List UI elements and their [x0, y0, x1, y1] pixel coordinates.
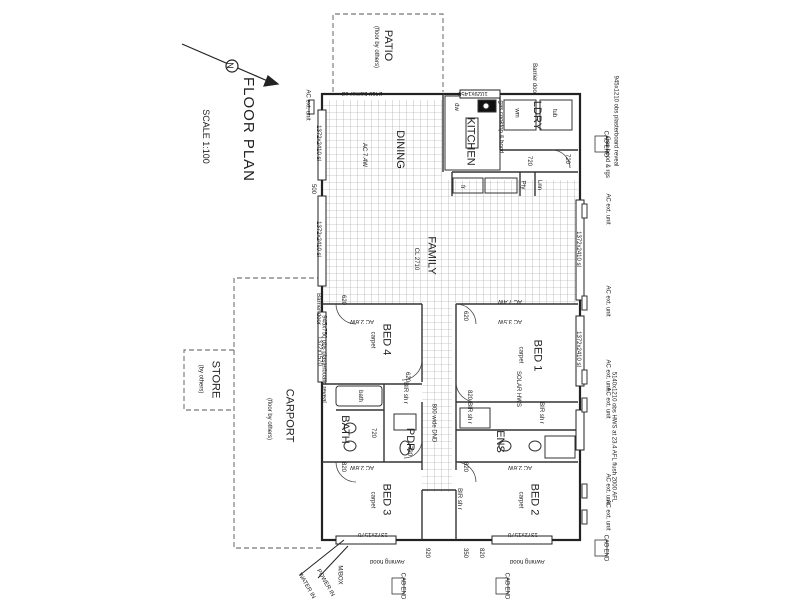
ac-bed4: AC 2.6W — [350, 318, 375, 324]
plan-title: FLOOR PLAN — [240, 76, 258, 183]
robe-4: BIR sh r — [455, 488, 462, 510]
ac-units — [308, 99, 588, 525]
solar-hws: SOLAR HWS — [515, 370, 522, 408]
tub-tag: tub — [551, 108, 558, 118]
window-family-left: 1372x2410 sl — [314, 221, 321, 257]
family-note: CL 2710 — [413, 247, 420, 271]
barrier-top: 2410 barrier sd — [342, 90, 383, 96]
dimension-500: 500 — [310, 183, 317, 195]
room-bed1: BED 1 — [531, 339, 544, 372]
room-carport: CARPORT — [283, 388, 296, 443]
window-dining-left: 1372x2410 sl — [314, 125, 321, 161]
barrier-door-top: Barrier door — [530, 63, 537, 95]
room-dining: DINING — [393, 130, 406, 169]
ac-family: AC 7.4W — [498, 298, 523, 304]
internal-walls — [322, 94, 578, 540]
room-bed4: BED 4 — [380, 323, 393, 356]
cab-end-3: CAB END — [602, 130, 609, 158]
ac-bed2: AC 2.6W — [508, 464, 533, 470]
cab-end-boxes — [391, 135, 608, 595]
room-store: STORE — [209, 360, 222, 399]
window-bed2: 1372x1570 — [508, 531, 538, 537]
awning-hood-1: Awning hood — [370, 558, 405, 564]
windows — [317, 89, 585, 545]
barrier-top-size: 1029x1450 — [458, 90, 488, 96]
door-720-d: 720 — [406, 445, 413, 457]
room-patio: PATIO — [382, 29, 395, 62]
cooktop-tag: gas cooktop & hood — [497, 100, 504, 154]
door-820-b: 820 — [462, 461, 469, 473]
robe-3: BIR sh r — [537, 402, 544, 424]
cab-end-4: CAB END — [602, 534, 609, 562]
room-kitchen: KITCHEN — [464, 117, 477, 166]
meter-box: M/BOX — [336, 565, 343, 585]
tiled-floor — [322, 100, 578, 492]
window-bed1-right: 1372x2410 sl — [574, 331, 581, 367]
room-bath: BATH — [338, 415, 351, 444]
ac-ext-6: AC ext. unit — [604, 499, 611, 531]
pantry-label: Pty — [519, 180, 526, 190]
dimension-820-bottom: 820 — [478, 547, 485, 559]
carport-note: (floor by others) — [266, 397, 273, 441]
carport-outline — [183, 277, 322, 549]
room-bed3: BED 3 — [380, 483, 393, 516]
door-620-b: 620 — [462, 310, 469, 322]
door-620-c: 620 — [404, 371, 411, 383]
barrier-door-mid: Barrier door — [314, 293, 321, 325]
washing-machine-tag: wm — [513, 108, 520, 118]
dimension-920-bottom: 920 — [424, 547, 431, 559]
window-bed3: 1372x1570 — [358, 531, 388, 537]
room-family: FAMILY — [425, 236, 438, 275]
north-arrow — [181, 43, 280, 87]
door-820-c: 820 — [340, 461, 347, 473]
plan-scale: SCALE 1:100 — [200, 109, 211, 164]
ac-ext-2: AC ext. unit — [604, 285, 611, 317]
plasterboard-right: 945x1210 obs plasterboard reveal — [612, 75, 619, 167]
door-720-c: 720 — [370, 427, 377, 439]
room-ldry: LDRY — [531, 100, 544, 131]
door-820-a: 820 — [466, 389, 473, 401]
door-720-b: 720 — [564, 153, 571, 165]
door-swings — [335, 149, 571, 483]
awning-hood-2: Awning hood — [510, 558, 545, 564]
plasterboard-left: 945x750 obs plasterboard reveal — [320, 315, 327, 403]
door-720-a: 720 — [526, 155, 533, 167]
ac-bed3: AC 2.6W — [350, 464, 375, 470]
bed3-note: carpet — [369, 491, 376, 509]
service-pointers — [299, 539, 349, 579]
robe-1: BIR sh r — [401, 382, 408, 404]
ac-bed1: AC 3.5W — [498, 318, 523, 324]
cab-end-1: CAB END — [399, 572, 406, 600]
store-note: (by others) — [197, 364, 204, 394]
door-620-a: 620 — [340, 294, 347, 306]
bath-fixture: bath — [356, 390, 363, 402]
room-bed2: BED 2 — [528, 483, 541, 516]
ac-ext-7: AC ext. unit — [304, 89, 311, 121]
hall-note: 800 wide DND — [430, 403, 437, 443]
north-label: N — [224, 62, 235, 69]
ac-dining: AC 7.4W — [361, 142, 368, 168]
hws-note: 5140x1210 obs HWS at 23.4 AFL flush 2000… — [610, 371, 617, 503]
bed4-note: carpet — [369, 331, 376, 349]
bed1-note: carpet — [517, 346, 524, 364]
bathroom-fittings — [335, 385, 576, 459]
ac-ext-1: AC ext. unit — [604, 193, 611, 225]
bed2-note: carpet — [517, 491, 524, 509]
room-ens: ENS — [493, 430, 506, 453]
robe-2: BIR sh r — [465, 402, 472, 424]
window-family-right: 1372x2410 sl — [574, 231, 581, 267]
patio-note: (floor by others) — [373, 25, 380, 69]
dishwasher-tag: dw — [452, 103, 459, 111]
fridge-tag: fr — [458, 185, 465, 189]
linen-label: Lnn — [536, 179, 543, 191]
patio-outline — [332, 13, 444, 92]
dimension-350: 350 — [462, 547, 469, 559]
cab-end-2: CAB END — [503, 572, 510, 600]
